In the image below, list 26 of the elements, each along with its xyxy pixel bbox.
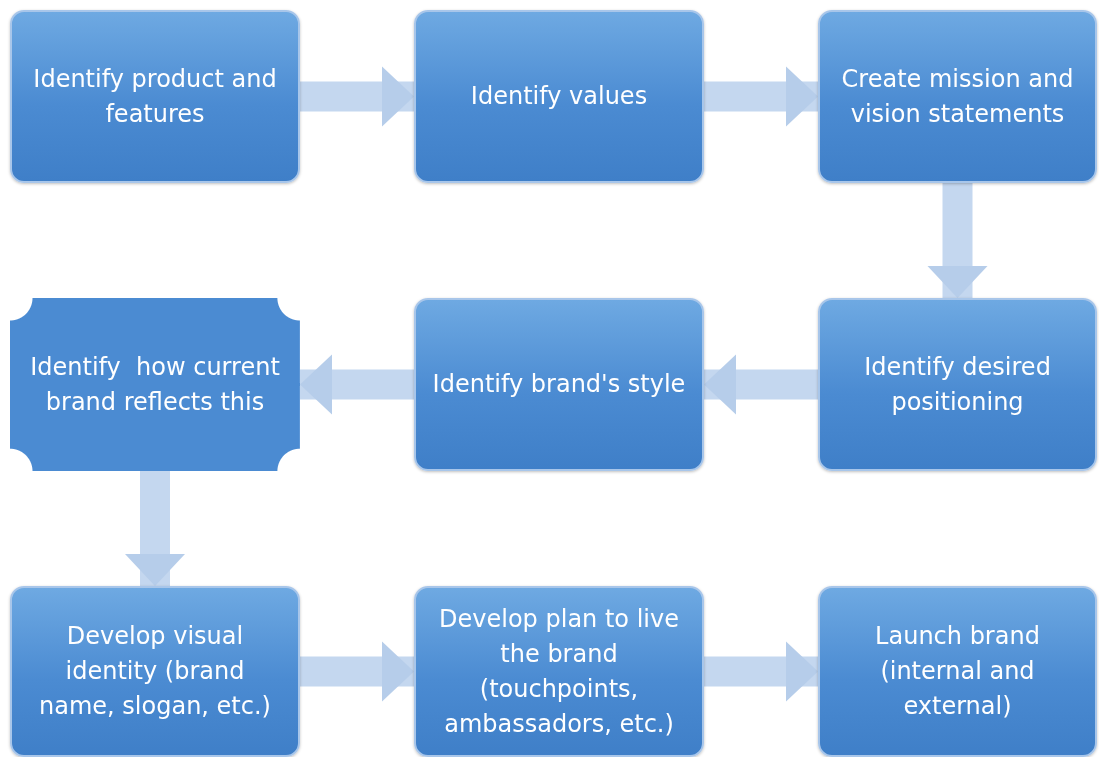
block-arrow [300, 66, 414, 127]
process-box [818, 10, 1097, 183]
block-arrow [125, 471, 185, 586]
process-box [414, 586, 704, 757]
block-arrow [927, 183, 988, 298]
process-box [414, 10, 704, 183]
step-text: Create mission and vision statements [840, 63, 1075, 130]
process-box [10, 298, 300, 471]
process-box [10, 10, 300, 183]
step-text: Identify how current brand reflects this [29, 351, 281, 418]
step-text: Identify desired positioning [863, 351, 1052, 418]
process-box [10, 586, 300, 757]
step-text: Identify product and features [32, 63, 278, 130]
block-arrow [300, 354, 414, 415]
process-box [414, 298, 704, 471]
process-box [818, 298, 1097, 471]
block-arrow [300, 641, 414, 702]
block-arrow [704, 354, 818, 415]
process-box [818, 586, 1097, 757]
block-arrow [704, 66, 818, 127]
block-arrow [704, 641, 818, 702]
step-text: Launch brand (internal and external) [874, 621, 1041, 722]
step-text: Develop visual identity (brand name, slogan, etc.) [38, 621, 272, 722]
step-text: Identify brand's style [431, 369, 687, 400]
step-text: Identify values [469, 81, 649, 112]
step-text: Develop plan to live the brand (touchpoints, ambassadors, etc.) [438, 603, 680, 740]
